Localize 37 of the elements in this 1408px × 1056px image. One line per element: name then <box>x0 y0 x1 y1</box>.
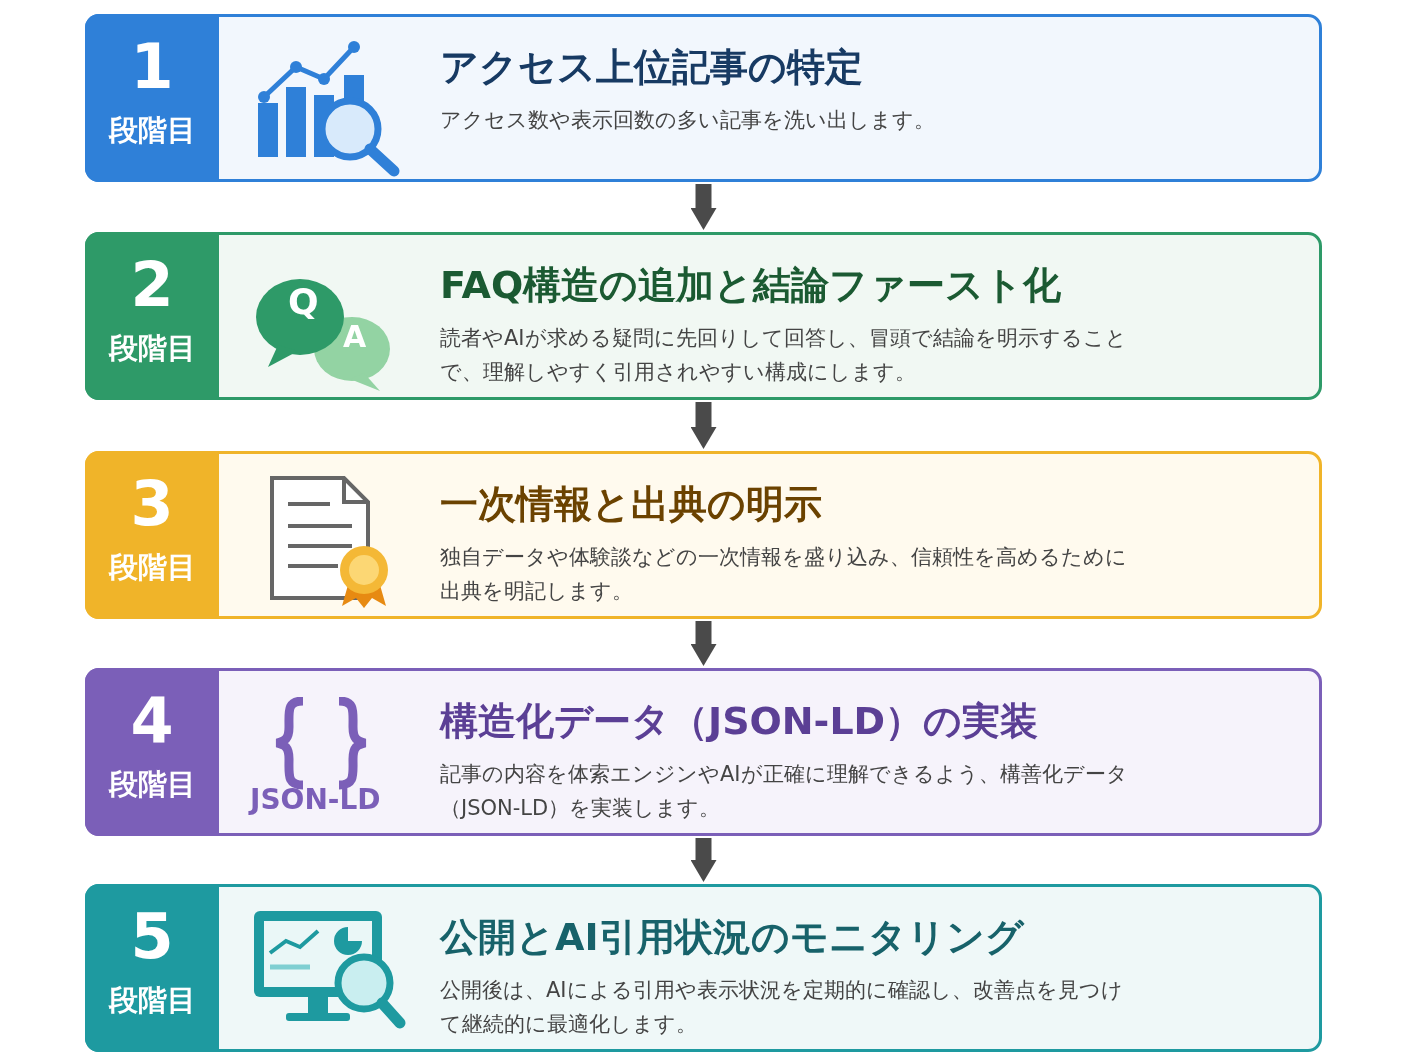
step-description: 読者やAIが求める疑問に先回りして回答し、冒頭で結論を明示することで、理解しやすく引用されやすい構成にします。 <box>440 325 1128 386</box>
step-description: アクセス数や表示回数の多い記事を洗い出します。 <box>440 107 936 134</box>
step-number: 1 <box>129 32 175 102</box>
arrow <box>690 838 717 882</box>
step-number-badge <box>85 14 219 182</box>
step-number: 4 <box>129 686 175 756</box>
step-label: 段階目 <box>107 982 197 1018</box>
step-number-badge <box>85 668 219 836</box>
step-title: 一次情報と出典の明示 <box>440 481 822 528</box>
step-title: FAQ構造の追加と結論ファースト化 <box>440 262 1062 309</box>
arrow <box>690 621 717 666</box>
step-title: 公開とAI引用状況のモニタリング <box>440 914 1024 961</box>
step-card <box>85 14 1322 182</box>
step-number-badge <box>85 232 219 400</box>
bubble-letter: A <box>343 319 367 354</box>
step-label: 段階目 <box>107 549 197 585</box>
step-title: 構造化データ（JSON-LD）の実装 <box>440 698 1039 745</box>
bubble-letter: Q <box>288 281 319 322</box>
step-number: 2 <box>129 250 175 320</box>
step-number: 3 <box>129 469 175 539</box>
arrow <box>690 402 717 449</box>
step-card <box>85 668 1322 836</box>
step-description: 記事の内容を体索エンジンやAIが正確に理解できるよう、構善化データ（JSON-LD）を実装します。 <box>440 761 1129 822</box>
step-number-badge <box>85 451 219 619</box>
step-label: 段階目 <box>107 112 197 148</box>
step-label: 段階目 <box>107 330 197 366</box>
arrow <box>690 184 717 230</box>
step-number-badge <box>85 884 219 1052</box>
step-card <box>85 884 1322 1052</box>
step-number: 5 <box>129 902 175 972</box>
step-title: アクセス上位記事の特定 <box>440 44 863 91</box>
step-card <box>85 232 1322 400</box>
format-label: JSON-LD <box>250 783 381 816</box>
step-label: 段階目 <box>107 766 197 802</box>
step-description: 公開後は、AIによる引用や表示状況を定期的に確認し、改善点を見つけて継続的に最適化します。 <box>440 977 1124 1038</box>
step-description: 独自データや体験談などの一次情報を盛り込み、信頼性を高めるために出典を明記します。 <box>440 544 1128 605</box>
step-card <box>85 451 1322 619</box>
